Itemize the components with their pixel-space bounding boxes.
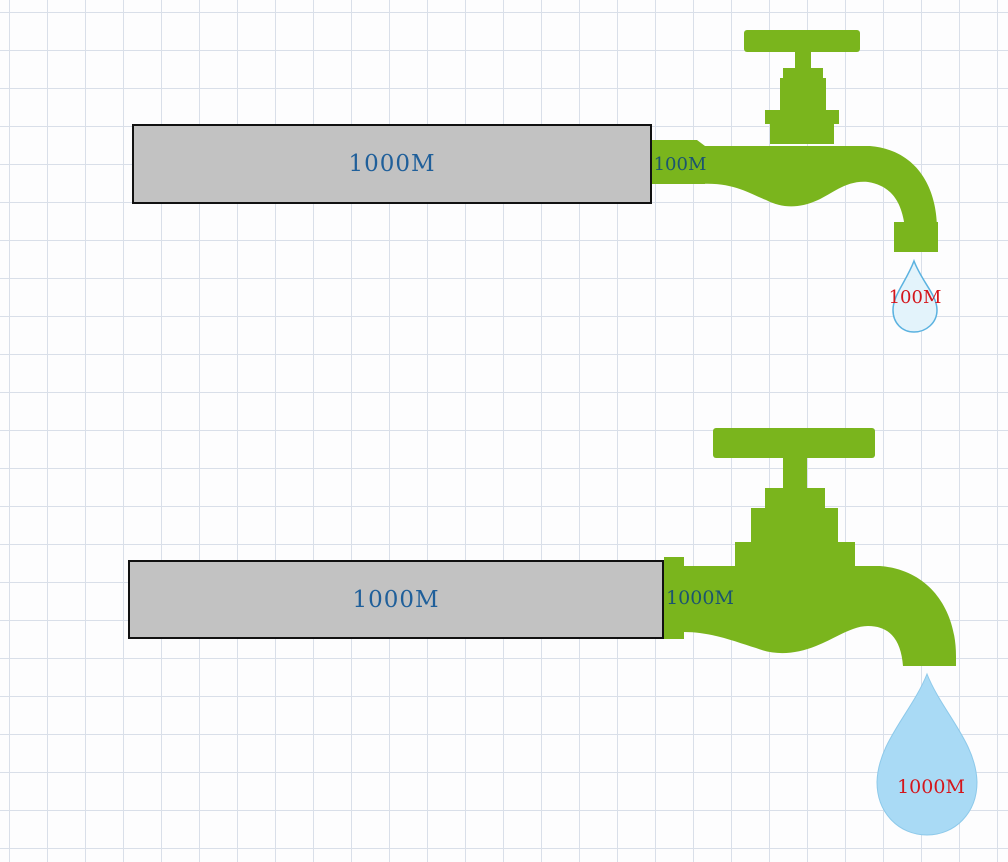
bottom-faucet-inlet (664, 557, 684, 639)
top-faucet-stem (795, 52, 811, 70)
top-pipe: 1000M (132, 124, 652, 204)
top-drop-label: 100M (889, 287, 942, 308)
top-faucet-bonnet-base (770, 124, 834, 144)
bottom-faucet-stem (783, 456, 807, 490)
top-faucet-nozzle (894, 222, 938, 252)
top-faucet-bonnet-upper (783, 68, 823, 78)
bottom-pipe-label: 1000M (352, 586, 440, 613)
top-faucet-bonnet-lower (765, 110, 839, 124)
bottom-water-drop-icon (876, 672, 978, 836)
top-faucet-body (700, 146, 937, 228)
bottom-faucet-icon (664, 428, 956, 666)
top-faucet-handle (744, 30, 860, 52)
bottom-faucet-handle (713, 428, 875, 458)
bottom-inlet-label: 1000M (666, 587, 734, 609)
bottom-pipe: 1000M (128, 560, 664, 639)
top-inlet-label: 100M (654, 154, 707, 175)
top-faucet-icon (652, 30, 938, 252)
top-pipe-label: 1000M (348, 151, 436, 177)
bottom-faucet-bonnet-middle (751, 508, 838, 544)
top-water-drop-icon (892, 258, 938, 333)
bottom-drop-label: 1000M (897, 776, 965, 798)
bottom-faucet-body (684, 566, 956, 666)
top-faucet-bonnet-middle (780, 78, 826, 111)
top-faucet-inlet (652, 140, 705, 184)
bottom-faucet-bonnet-upper (765, 488, 825, 510)
